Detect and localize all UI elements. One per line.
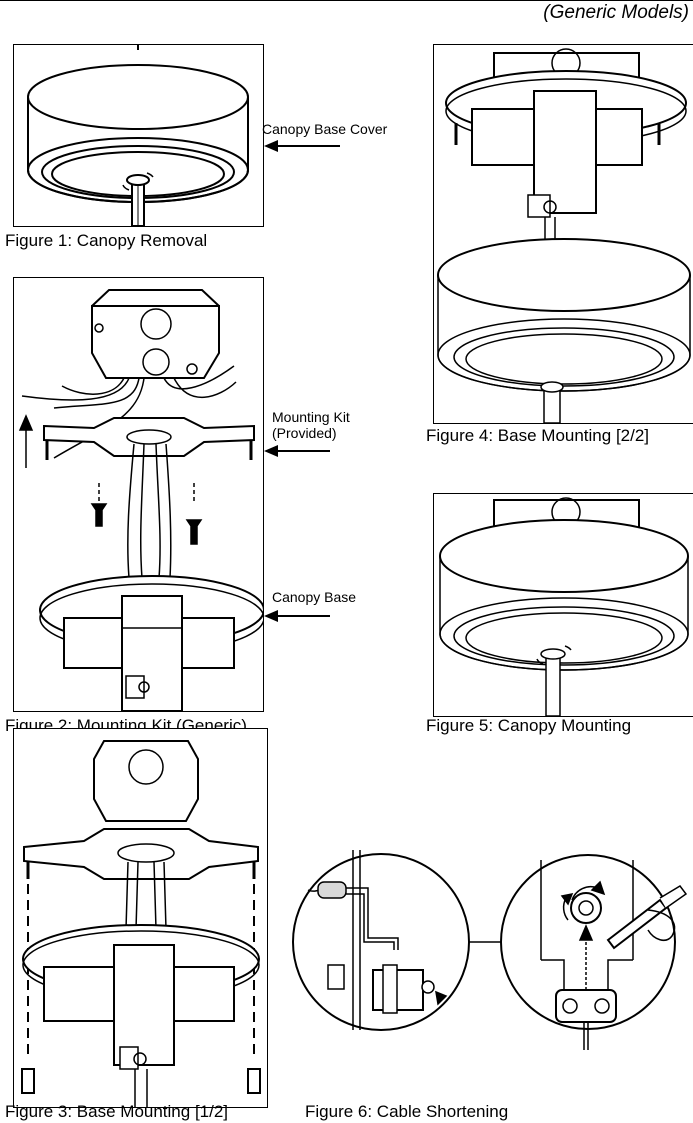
figure-2-panel <box>13 277 264 712</box>
figure-1-caption: Figure 1: Canopy Removal <box>5 231 208 250</box>
figure-5-panel <box>433 493 693 717</box>
callout-arrow-1 <box>264 140 340 152</box>
figure-3-panel <box>13 728 268 1108</box>
figure-6-right-detail <box>540 860 688 1050</box>
models-note: (Generic Models) <box>543 2 689 23</box>
figure-5-illustration <box>439 497 689 716</box>
figure-4-panel <box>433 44 693 424</box>
figure-4-caption: Figure 4: Base Mounting [2/2] <box>426 426 650 445</box>
figure-1-illustration <box>27 45 249 226</box>
mounting-kit-provided-label: (Provided) <box>272 425 337 441</box>
figure-3-caption: Figure 3: Base Mounting [1/2] <box>5 1102 229 1121</box>
figure-5-caption: Figure 5: Canopy Mounting <box>426 716 632 735</box>
top-rule <box>0 0 693 1</box>
callout-arrow-kit <box>264 445 330 457</box>
figure-1-panel <box>13 44 264 227</box>
mounting-kit-label: Mounting Kit <box>272 409 350 425</box>
figure-6-illustration <box>292 850 688 1050</box>
figure-6-left-detail <box>307 850 448 1030</box>
callout-arrow-base <box>264 610 330 622</box>
figure-3-illustration <box>21 740 261 1107</box>
figure-2-illustration <box>18 289 263 711</box>
canopy-base-label: Canopy Base <box>272 589 357 605</box>
figure-6-caption: Figure 6: Cable Shortening <box>305 1102 509 1121</box>
figure-4-illustration <box>437 48 691 423</box>
canopy-base-cover-label: Canopy Base Cover <box>262 121 388 137</box>
